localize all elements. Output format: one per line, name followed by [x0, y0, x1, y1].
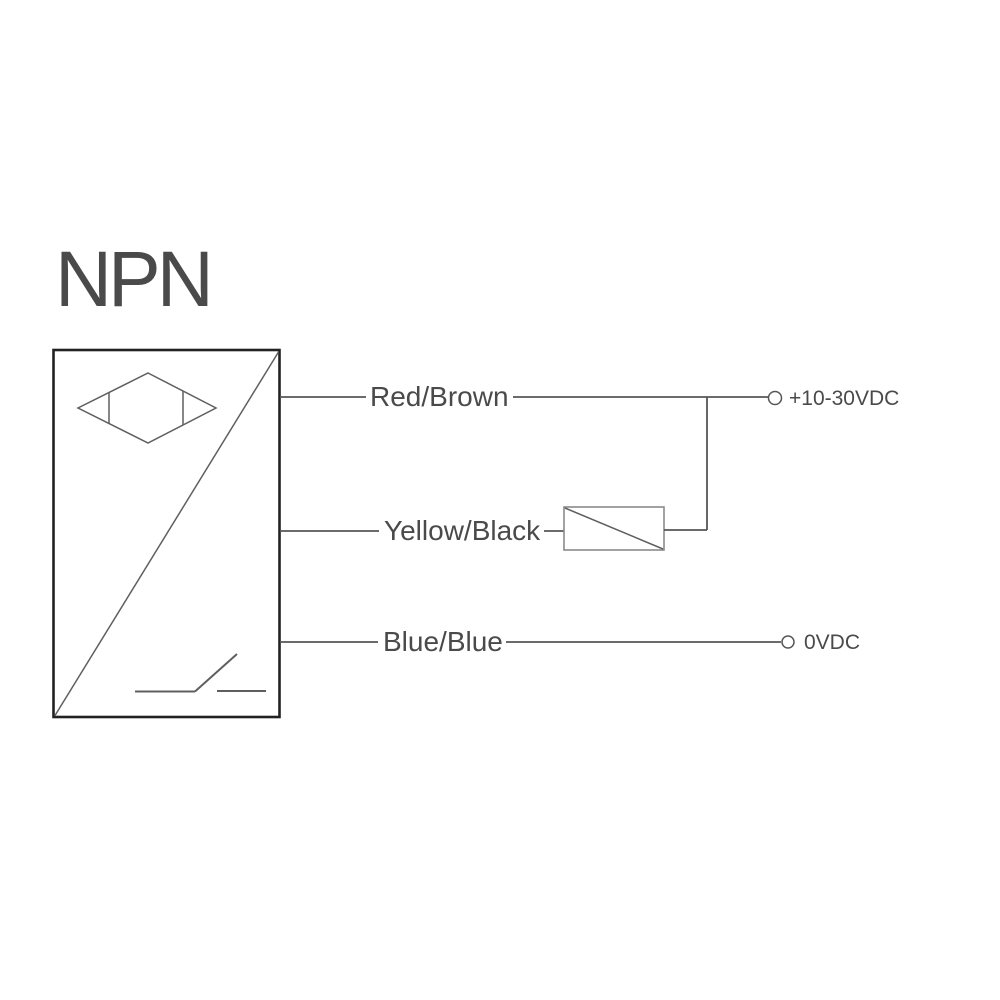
load-outline — [563, 506, 665, 551]
wire-label: Red/Brown — [370, 381, 509, 412]
proximity-diamond-icon — [76, 372, 218, 444]
terminal-positive: +10-30VDC — [767, 387, 899, 410]
terminal-ground: 0VDC — [781, 631, 860, 654]
load-diagonal-line — [564, 507, 664, 550]
terminal-circle-icon — [781, 635, 795, 649]
page-title: NPN — [55, 234, 210, 323]
switch-lever — [194, 653, 238, 693]
terminal-label: +10-30VDC — [789, 387, 899, 410]
wire-label: Blue/Blue — [383, 626, 503, 657]
terminal-label: 0VDC — [804, 631, 860, 654]
switch-icon — [135, 653, 266, 693]
sensor-diagonal-line — [54, 351, 280, 716]
wire-blue-blue: Blue/Blue — [280, 626, 781, 657]
diamond-outline — [76, 372, 218, 444]
wire-yellow-black: Yellow/Black — [280, 515, 564, 546]
load-box-icon — [563, 506, 665, 551]
load-to-supply-connector — [664, 397, 708, 531]
sensor-outline — [52, 348, 281, 719]
wire-red-brown: Red/Brown — [280, 381, 768, 412]
wire-label: Yellow/Black — [384, 515, 541, 546]
sensor-box — [52, 348, 281, 719]
terminal-circle-icon — [767, 390, 783, 406]
